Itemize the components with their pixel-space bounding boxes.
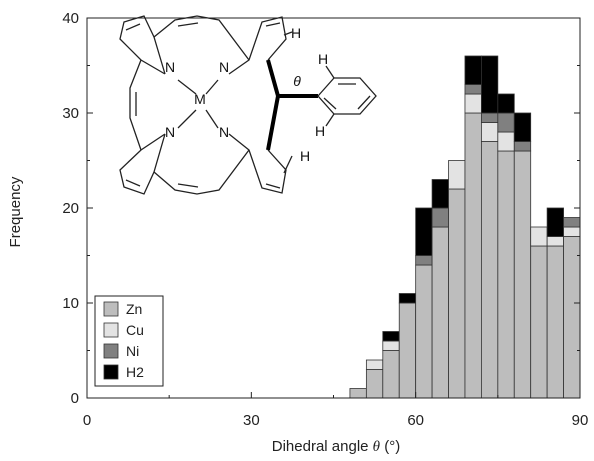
bar-segment-ni-69 [464, 84, 482, 95]
bar-segment-zn-81 [530, 245, 548, 399]
bar-segment-zn-48 [349, 388, 367, 399]
x-axis-label: Dihedral angle θ (°) [272, 438, 400, 455]
y-tick-label-20: 20 [62, 200, 79, 217]
bar-segment-ni-75 [497, 112, 515, 133]
axes-layer: 0 10 20 30 40 0 30 60 90 [62, 10, 588, 429]
bar-segment-zn-75 [497, 150, 515, 399]
bar-segment-zn-51 [365, 369, 384, 399]
hydrogen-label-2: H [318, 51, 328, 67]
bar-segment-cu-66 [448, 160, 466, 190]
legend-swatch-h2 [103, 364, 119, 380]
y-tick-label-40: 40 [62, 10, 79, 27]
bar-segment-cu-69 [464, 93, 482, 114]
metal-atom-label: M [194, 91, 206, 107]
x-axis-label-symbol: θ [373, 439, 381, 455]
bar-segment-h2-78 [513, 112, 532, 142]
x-tick-label-90: 90 [572, 412, 589, 429]
nitrogen-label-2: N [219, 59, 229, 75]
bar-segment-ni-60 [415, 255, 433, 266]
x-tick-label-30: 30 [243, 412, 260, 429]
bar-segment-cu-54 [382, 340, 400, 351]
bar-segment-h2-72 [480, 55, 499, 114]
bar-segment-ni-63 [431, 207, 449, 228]
nitrogen-label-1: N [165, 59, 175, 75]
nitrogen-label-3: N [165, 124, 175, 140]
x-axis-label-text: Dihedral angle [272, 438, 369, 455]
bar-segment-zn-63 [431, 226, 449, 399]
bar-segment-h2-57 [398, 293, 417, 304]
bar-segment-zn-87 [563, 236, 581, 399]
bar-segment-h2-54 [382, 331, 400, 342]
bar-segment-ni-87 [563, 217, 581, 228]
x-tick-label-60: 60 [407, 412, 424, 429]
bar-segment-cu-72 [480, 122, 499, 142]
y-tick-label-10: 10 [62, 295, 79, 312]
legend-label-cu: Cu [126, 322, 144, 338]
bars-layer [349, 55, 581, 399]
bar-segment-cu-81 [530, 226, 548, 247]
bar-segment-h2-75 [497, 93, 515, 114]
x-axis-label-unit: (°) [384, 438, 400, 455]
legend-swatch-ni [103, 343, 119, 359]
legend-label-h2: H2 [126, 364, 144, 380]
bar-segment-cu-87 [563, 226, 581, 237]
bar-segment-zn-72 [480, 141, 499, 399]
y-axis-label: Frequency [7, 176, 24, 247]
bar-segment-ni-72 [480, 112, 499, 123]
hydrogen-label-3: H [315, 123, 325, 139]
y-tick-label-30: 30 [62, 105, 79, 122]
dihedral-angle-label: θ [293, 73, 301, 89]
bar-segment-zn-84 [546, 245, 564, 399]
hydrogen-label-4: H [300, 148, 310, 164]
bar-segment-zn-60 [415, 264, 433, 399]
legend-label-zn: Zn [126, 301, 142, 317]
bar-segment-zn-78 [513, 150, 532, 399]
bar-segment-cu-51 [365, 359, 384, 370]
bar-segment-h2-63 [431, 179, 449, 209]
legend-swatch-zn [103, 301, 119, 317]
bar-segment-zn-66 [448, 188, 466, 399]
bar-segment-h2-84 [546, 207, 564, 237]
x-tick-label-0: 0 [83, 412, 91, 429]
porphyrin-structure-diagram: M N N N N H H H H θ [119, 15, 377, 195]
hydrogen-label-1: H [291, 25, 301, 41]
bar-segment-zn-57 [398, 302, 417, 399]
nitrogen-label-4: N [219, 124, 229, 140]
bar-segment-h2-60 [415, 207, 433, 256]
bar-segment-zn-69 [464, 112, 482, 399]
bar-segment-ni-78 [513, 141, 532, 152]
bar-segment-zn-54 [382, 350, 400, 399]
legend-swatch-cu [103, 322, 119, 338]
legend-label-ni: Ni [126, 343, 139, 359]
bar-segment-h2-69 [464, 55, 482, 85]
bar-segment-cu-84 [546, 236, 564, 247]
y-tick-label-0: 0 [71, 390, 79, 407]
bar-segment-cu-75 [497, 131, 515, 152]
